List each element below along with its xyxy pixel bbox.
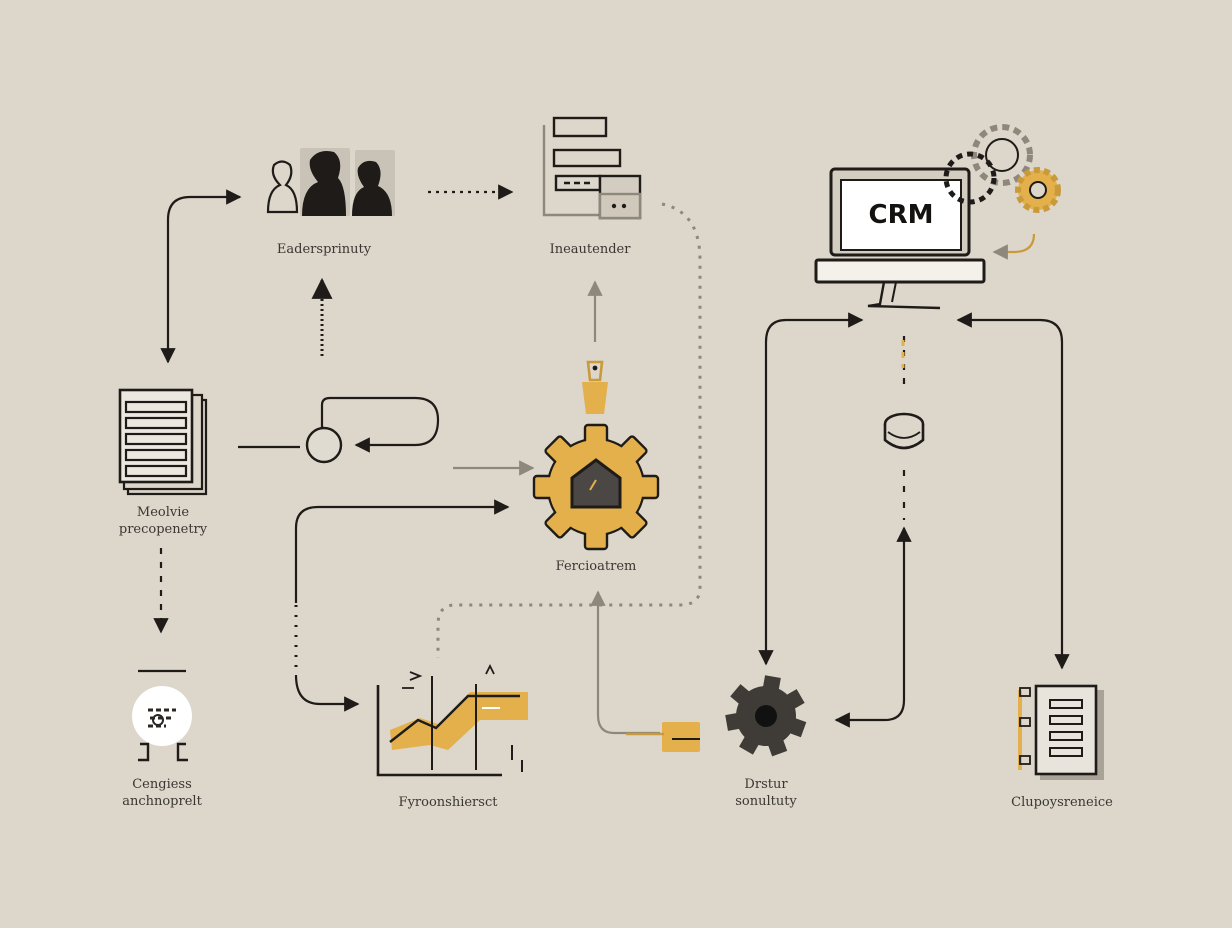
dark-gear-icon [725,675,807,757]
tag-icon [626,722,700,752]
form-document-icon [542,116,642,220]
crm-screen-text: CRM [868,200,934,230]
laptop-icon [814,167,986,310]
database-icon [883,340,925,450]
report-icon [1018,684,1104,780]
chart-label: Fyroonshiersct [398,795,498,810]
connector-settings-to-process [590,590,660,735]
list-label: Meolvie precopenetry [118,505,208,537]
connector-circle-to-users [320,396,440,453]
connector-gear-to-laptop [992,233,1036,260]
chart-icon [376,663,528,777]
bulb-icon [582,360,608,414]
form-label: Ineautender [549,242,631,257]
contact-icon [132,686,192,762]
connectors [138,184,1070,735]
connector-crm-to-report [956,312,1070,670]
connector-to-chart [294,499,510,603]
gear-cluster-icon [943,124,1061,213]
document-list-icon [118,388,208,496]
connector-users-to-list [160,189,242,364]
user-group-icon [266,148,395,216]
users-label: Eadersprinuty [276,242,372,257]
connector-dotted-loop [436,202,702,658]
report-label: Clupoysreneice [1011,795,1113,810]
contact-label: Cengiess anchnoprelt [122,777,202,809]
settings-label: Drstur sonultuty [735,777,797,809]
gear-icon [532,423,660,551]
junction-circle [305,426,343,464]
connector-settings-to-crm [834,526,912,728]
connector-crm-to-settings [758,312,864,666]
connector-into-chart [294,674,360,712]
process-label: Fercioatrem [555,559,637,574]
